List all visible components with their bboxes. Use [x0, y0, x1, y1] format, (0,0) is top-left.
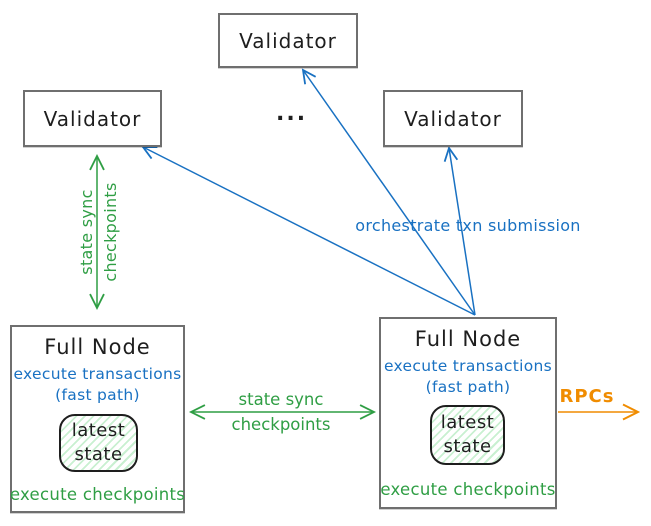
- rpcs-label: RPCs: [559, 386, 615, 407]
- state-sync-vertical-label-line1: state sync: [77, 189, 96, 275]
- orchestrate-txn-submission-label: orchestrate txn submission: [355, 216, 581, 235]
- full-node-left-latest-state-box: latest state: [59, 414, 138, 472]
- latest-state-line1: latest: [440, 412, 495, 433]
- latest-state-line1: latest: [71, 420, 126, 441]
- state-sync-horizontal-label-line1: state sync: [238, 390, 324, 409]
- validator-box-right: Validator: [383, 90, 523, 147]
- latest-state-line2: state: [443, 436, 492, 457]
- full-node-box-right: Full Node execute transactions (fast pat…: [379, 317, 557, 509]
- full-node-left-fast-path: (fast path): [55, 386, 140, 404]
- full-node-left-title: Full Node: [44, 335, 151, 359]
- full-node-right-fast-path: (fast path): [425, 378, 511, 396]
- full-node-right-title: Full Node: [414, 327, 522, 351]
- validator-box-top: Validator: [218, 13, 358, 68]
- state-sync-vertical-label-line2: checkpoints: [101, 182, 120, 282]
- state-sync-horizontal-label-line2: checkpoints: [231, 415, 331, 434]
- full-node-left-execute-transactions: execute transactions: [13, 365, 182, 383]
- full-node-right-execute-checkpoints: execute checkpoints: [380, 480, 556, 499]
- latest-state-line2: state: [74, 444, 123, 465]
- state-sync-vertical-label: state sync checkpoints: [75, 152, 123, 312]
- full-node-right-latest-state-box: latest state: [430, 405, 505, 465]
- validator-box-left: Validator: [23, 90, 162, 147]
- validator-left-label: Validator: [43, 106, 142, 131]
- full-node-left-execute-checkpoints: execute checkpoints: [9, 485, 186, 504]
- full-node-right-execute-transactions: execute transactions: [383, 357, 553, 375]
- validators-ellipsis: ...: [276, 101, 308, 126]
- validator-top-label: Validator: [239, 28, 337, 53]
- full-node-box-left: Full Node execute transactions (fast pat…: [10, 325, 185, 513]
- validator-right-label: Validator: [404, 106, 502, 131]
